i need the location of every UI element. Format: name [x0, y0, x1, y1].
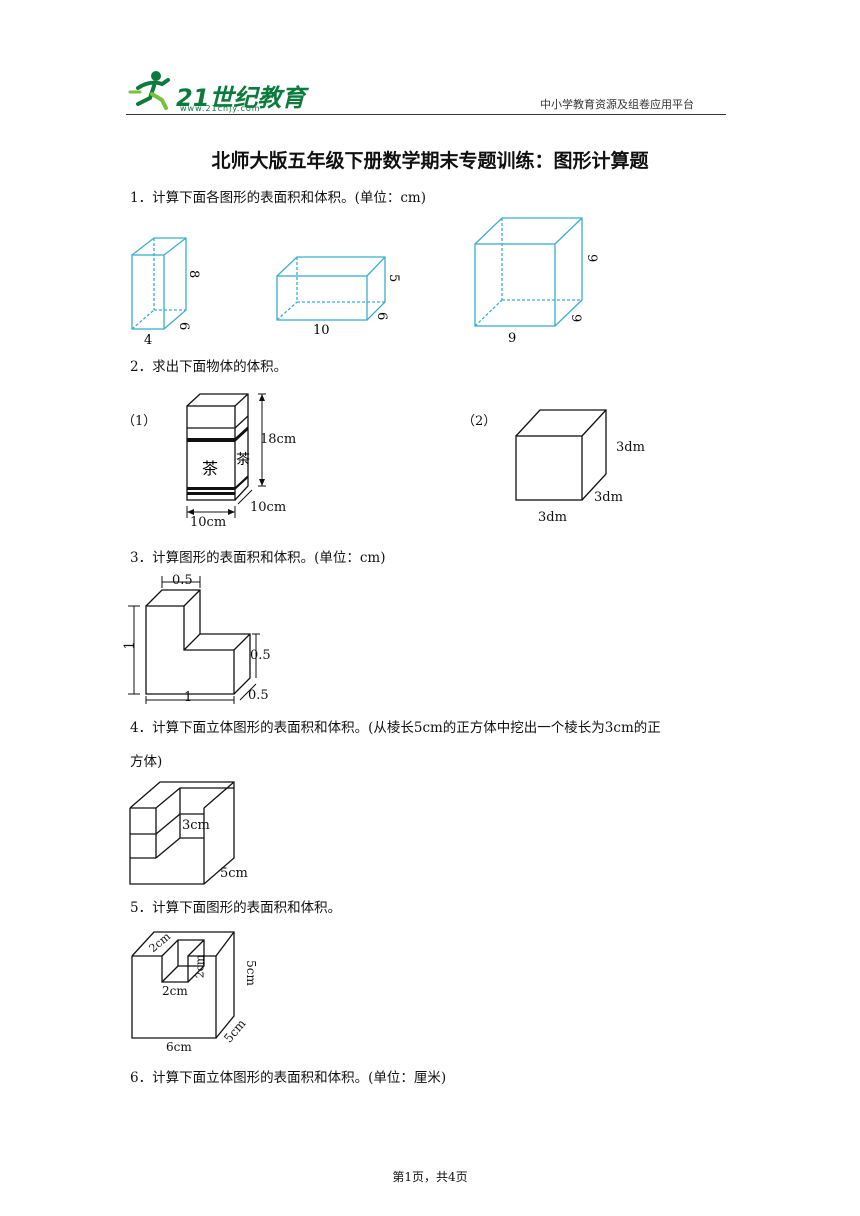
cuboid-1-width: 4 [144, 333, 152, 348]
tea-box-figure: 茶 茶 [186, 393, 266, 518]
slotted-block-figure [131, 931, 235, 1039]
tea-box-depth: 10cm [250, 500, 287, 515]
cube-height: 3dm [616, 440, 645, 455]
logo-text: 21世纪教育 [176, 84, 306, 112]
l-shape-left: 1 [122, 641, 138, 650]
page-title: 北师大版五年级下册数学期末专题训练：图形计算题 [211, 150, 649, 172]
tea-side-text: 茶 [236, 452, 250, 468]
cutout-outer-size: 5cm [220, 866, 248, 881]
header-divider [126, 114, 726, 115]
question-6-text: 6．计算下面立体图形的表面积和体积。(单位：厘米) [130, 1070, 447, 1086]
cuboid-1 [131, 237, 187, 330]
l-shape-step: 0.5 [250, 648, 271, 663]
question-1-text: 1．计算下面各图形的表面积和体积。(单位：cm) [130, 190, 426, 206]
slot-depth: 2cm [193, 954, 207, 979]
cuboid-2-depth: 6 [374, 312, 389, 320]
question-3-text: 3．计算图形的表面积和体积。(单位：cm) [130, 550, 386, 566]
page-footer: 第1页，共4页 [392, 1170, 468, 1184]
question-2-text: 2．求出下面物体的体积。 [130, 359, 288, 375]
cube-3-width: 9 [508, 331, 516, 346]
cuboid-2-height: 5 [386, 274, 401, 282]
cube-cutout-figure [129, 781, 235, 885]
q2-part2-label: （2） [462, 414, 497, 429]
slot-bottom-width: 2cm [162, 984, 188, 998]
tea-front-text: 茶 [202, 459, 218, 478]
l-shape-top: 0.5 [172, 573, 193, 588]
runner-logo-icon [128, 71, 170, 110]
cutout-inner-size: 3cm [182, 818, 210, 833]
cuboid-2 [276, 256, 386, 321]
cube-3dm-figure [515, 409, 607, 501]
cuboid-1-height: 8 [186, 270, 201, 278]
block-height: 5cm [243, 960, 258, 986]
logo-url: www.21cnjy.com [180, 104, 261, 113]
tea-box-height: 18cm [260, 432, 297, 447]
tea-box-width: 10cm [190, 515, 227, 530]
question-4-text-line2: 方体) [130, 754, 163, 770]
cuboid-2-width: 10 [313, 323, 330, 338]
l-shape-bottom: 1 [184, 690, 193, 705]
cube-width: 3dm [538, 510, 567, 525]
platform-label: 中小学教育资源及组卷应用平台 [540, 98, 694, 111]
question-5-text: 5．计算下面图形的表面积和体积。 [130, 900, 342, 916]
l-shape-figure [128, 576, 260, 704]
cuboid-1-depth: 6 [176, 322, 191, 330]
cube-3-height: 9 [584, 254, 599, 262]
question-4-text-line1: 4．计算下面立体图形的表面积和体积。(从棱长5cm的正方体中挖出一个棱长为3cm… [130, 720, 661, 736]
cube-depth: 3dm [594, 490, 623, 505]
question-1-figures: 8 6 4 5 6 10 9 9 9 [131, 217, 599, 348]
l-shape-depth: 0.5 [248, 688, 269, 703]
cube-3 [474, 217, 583, 327]
cube-3-depth: 9 [568, 314, 583, 322]
q2-part1-label: （1） [122, 414, 157, 429]
block-width: 6cm [166, 1040, 192, 1054]
